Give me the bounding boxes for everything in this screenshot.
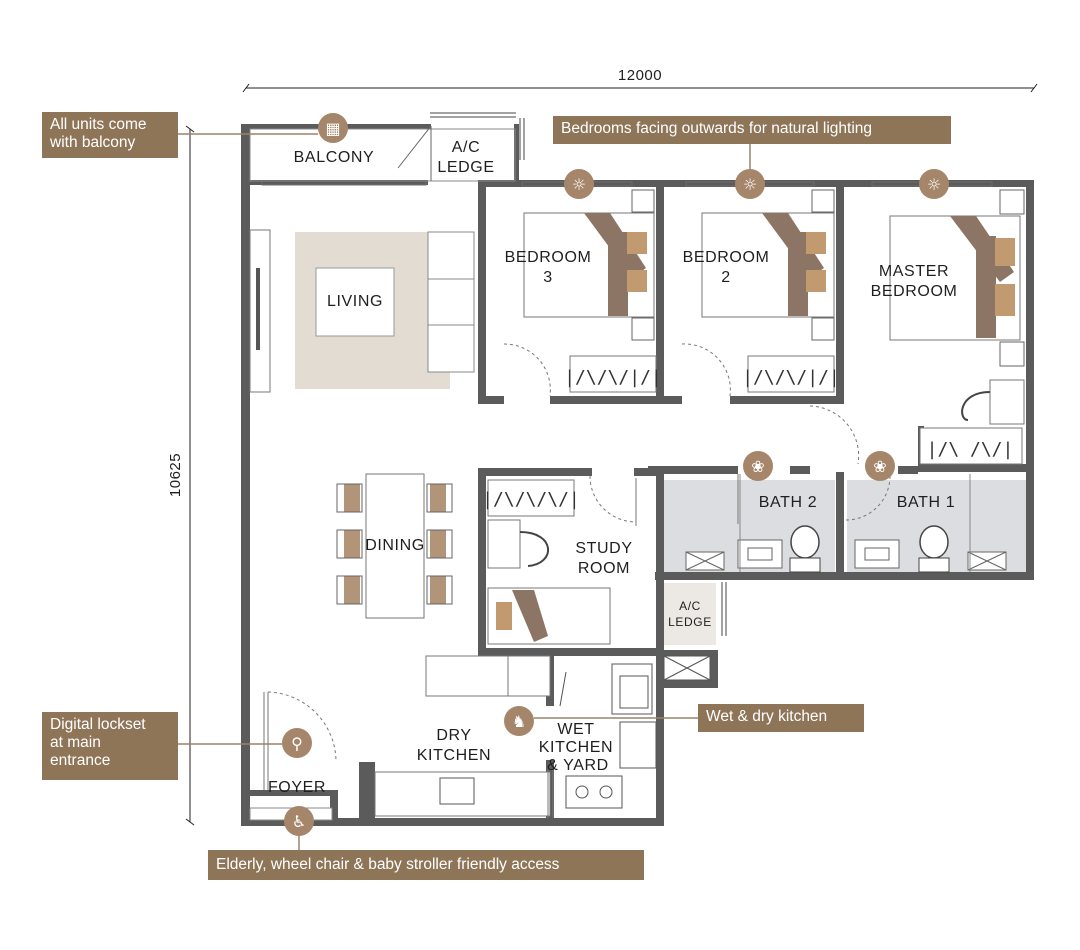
- ventilation-fan-icon: ❀: [743, 451, 773, 481]
- room-master-line2: BEDROOM: [871, 283, 958, 300]
- dimension-width-label: 12000: [618, 67, 662, 84]
- room-master-line1: MASTER: [879, 263, 949, 280]
- room-dry-kitchen-2: KITCHEN: [417, 747, 491, 764]
- room-ac-ledge-mid-1: A/C: [679, 599, 701, 613]
- building-icon: ▦: [318, 113, 348, 143]
- sun-icon: ☼: [564, 169, 594, 199]
- room-dining: DINING: [365, 537, 425, 554]
- room-ac-ledge-top-1: A/C: [452, 139, 480, 156]
- sun-icon: ☼: [735, 169, 765, 199]
- room-balcony: BALCONY: [294, 149, 375, 166]
- room-bedroom3-line2: 3: [543, 269, 553, 286]
- room-study-line2: ROOM: [578, 560, 630, 577]
- bedroom2-area: |/\/\/|/| BEDROOM 2: [681, 212, 840, 397]
- study-area: |/\/\/\/| STUDY ROOM: [482, 475, 637, 645]
- dimension-width: 12000: [242, 67, 1038, 93]
- dimension-height: 10625: [167, 125, 195, 826]
- callout-bedrooms: Bedrooms facing outwards for natural lig…: [553, 116, 951, 144]
- wheelchair-icon: ♿: [284, 806, 314, 836]
- svg-text:|/\ /\/|: |/\ /\/|: [927, 439, 1014, 460]
- room-living: LIVING: [327, 293, 383, 310]
- ac-ledge-mid: A/C LEDGE: [668, 582, 727, 636]
- fixture-symbols: [631, 189, 1025, 367]
- callout-kitchen: Wet & dry kitchen: [698, 704, 864, 732]
- callout-lockset: Digital lockset at main entrance: [42, 712, 178, 780]
- room-foyer: FOYER: [268, 779, 326, 796]
- room-bath1: BATH 1: [897, 494, 955, 511]
- ventilation-fan-icon: ❀: [865, 451, 895, 481]
- callout-balcony: All units come with balcony: [42, 112, 178, 158]
- chef-hat-icon: ♞: [504, 706, 534, 736]
- room-study-line1: STUDY: [575, 540, 632, 557]
- room-bedroom3-line1: BEDROOM: [505, 249, 592, 266]
- digital-lock-icon: ⚲: [282, 728, 312, 758]
- living-area: LIVING: [295, 231, 475, 389]
- room-ac-ledge-top-2: LEDGE: [437, 159, 494, 176]
- dining-area: DINING: [336, 473, 453, 619]
- dimension-height-label: 10625: [167, 453, 184, 497]
- room-wet-kitchen-1: WET: [557, 721, 594, 738]
- svg-text:|/\/\/|/|: |/\/\/|/|: [564, 367, 662, 388]
- sun-icon: ☼: [919, 169, 949, 199]
- room-wet-kitchen-3: & YARD: [547, 757, 609, 774]
- kitchen-area: DRY KITCHEN WET KITCHEN & YARD: [374, 655, 711, 818]
- bath-areas: BATH 2 BATH 1: [685, 474, 1007, 573]
- windows: [249, 180, 993, 393]
- svg-text:|/\/\/|/|: |/\/\/|/|: [742, 367, 840, 388]
- room-bedroom2-line1: BEDROOM: [683, 249, 770, 266]
- callout-leaders: [178, 133, 751, 852]
- ac-ledge-mid-floor: [664, 583, 716, 645]
- room-wet-kitchen-2: KITCHEN: [539, 739, 613, 756]
- master-bedroom-area: |/\ /\/| MASTER BEDROOM: [809, 215, 1025, 465]
- callout-access: Elderly, wheel chair & baby stroller fri…: [208, 850, 644, 880]
- room-ac-ledge-mid-2: LEDGE: [668, 615, 712, 629]
- room-dry-kitchen-1: DRY: [436, 727, 471, 744]
- room-bath2: BATH 2: [759, 494, 817, 511]
- bedroom3-area: |/\/\/|/| BEDROOM 3: [503, 212, 662, 397]
- balcony-area: BALCONY A/C LEDGE: [249, 112, 525, 182]
- room-bedroom2-line2: 2: [721, 269, 731, 286]
- svg-text:|/\/\/\/|: |/\/\/\/|: [482, 489, 580, 510]
